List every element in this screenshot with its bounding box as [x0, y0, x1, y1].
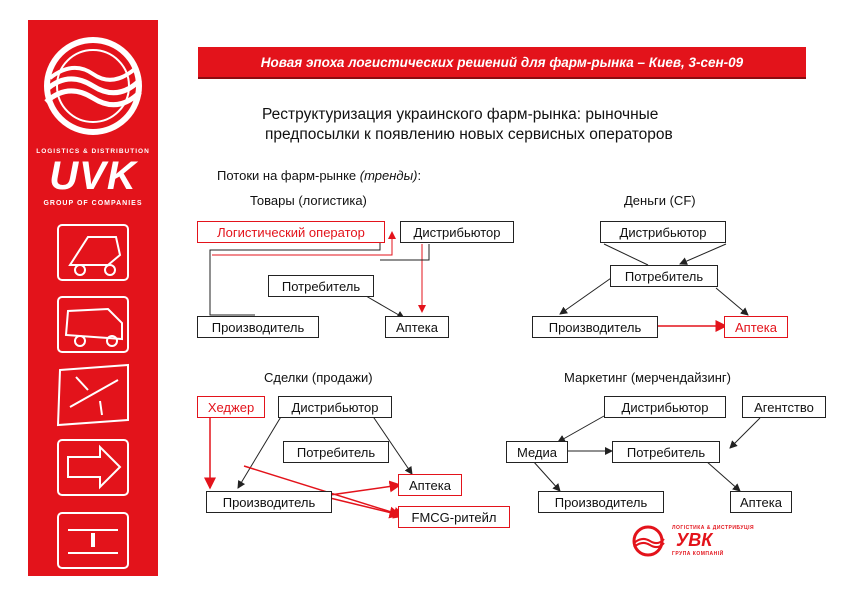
slide-title: Реструктуризация украинского фарм-рынка:… [262, 105, 802, 145]
deals-producer-box: Производитель [206, 491, 332, 513]
goods-producer-box: Производитель [197, 316, 319, 338]
marketing-pharmacy-box: Аптека [730, 491, 792, 513]
warning-sketch-icon [57, 512, 129, 569]
logo-wordmark: UVK [49, 154, 137, 198]
money-producer-box: Производитель [532, 316, 658, 338]
money-title: Деньги (CF) [624, 193, 696, 208]
footer-logo-top: ЛОГІСТИКА & ДИСТРИБУЦІЯ [672, 525, 755, 531]
money-distributor-box: Дистрибьютор [600, 221, 726, 243]
deals-hedger-box: Хеджер [197, 396, 265, 418]
subtitle-prefix: Потоки на фарм-рынке [217, 168, 357, 183]
marketing-producer-box: Производитель [538, 491, 664, 513]
deals-fmcg-box: FMCG-ритейл [398, 506, 510, 528]
slide-title-line1: Реструктуризация украинского фарм-рынка:… [262, 106, 659, 123]
footer-logo: ЛОГІСТИКА & ДИСТРИБУЦІЯ УВК ГРУПА КОМПАН… [628, 524, 758, 558]
brand-sidebar: LOGISTICS & DISTRIBUTION UVK GROUP OF CO… [28, 20, 158, 576]
marketing-agency-box: Агентство [742, 396, 826, 418]
marketing-distributor-box: Дистрибьютор [604, 396, 726, 418]
goods-connectors [209, 231, 430, 319]
flows-subtitle: Потоки на фарм-рынке (тренды): [217, 168, 421, 183]
marketing-media-box: Медиа [506, 441, 568, 463]
van-sketch-icon [57, 296, 129, 353]
company-emblem-icon [44, 37, 142, 135]
truck-sketch-icon [57, 224, 129, 281]
slide-title-line2: предпосылки к появлению новых сервисных … [265, 126, 673, 143]
money-connectors [559, 243, 749, 332]
arrow-sketch-icon [57, 439, 129, 496]
goods-title: Товары (логистика) [250, 193, 367, 208]
footer-logo-big: УВК [676, 530, 713, 550]
money-consumer-box: Потребитель [610, 265, 718, 287]
money-pharmacy-box: Аптека [724, 316, 788, 338]
sidebar-icons [56, 224, 129, 569]
marketing-consumer-box: Потребитель [612, 441, 720, 463]
goods-pharmacy-box: Аптека [385, 316, 449, 338]
deals-distributor-box: Дистрибьютор [278, 396, 392, 418]
goods-consumer-box: Потребитель [268, 275, 374, 297]
goods-logistics-operator-box: Логистический оператор [197, 221, 385, 243]
footer-logo-bottom: ГРУПА КОМПАНІЙ [672, 551, 724, 557]
subtitle-italic: (тренды) [359, 168, 418, 183]
marketing-connectors [532, 415, 761, 492]
deals-consumer-box: Потребитель [283, 441, 389, 463]
airplane-sketch-icon [56, 363, 129, 427]
subtitle-suffix: : [417, 168, 422, 183]
logo-subtext-bottom: GROUP OF COMPANIES [43, 200, 143, 207]
footer-emblem-icon [632, 525, 665, 557]
deals-pharmacy-box: Аптека [398, 474, 462, 496]
marketing-title: Маркетинг (мерчендайзинг) [564, 370, 731, 385]
deals-title: Сделки (продажи) [264, 370, 373, 385]
logo-subtext-top: LOGISTICS & DISTRIBUTION [36, 148, 150, 155]
goods-distributor-box: Дистрибьютор [400, 221, 514, 243]
presentation-header: Новая эпоха логистических решений для фа… [198, 47, 806, 79]
